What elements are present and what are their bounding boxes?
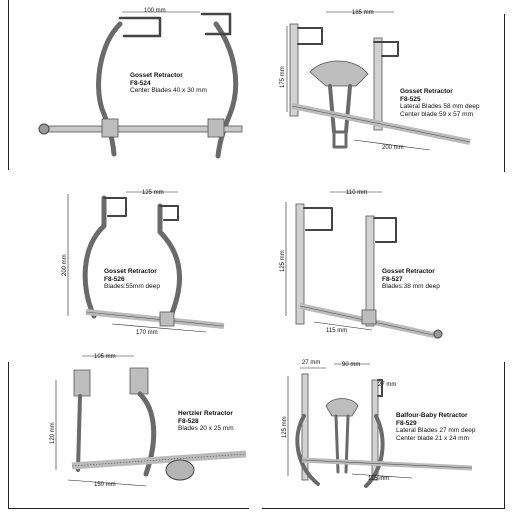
product-name: Balfour-Baby Retractor [396, 412, 468, 419]
dimension-label: 175 mm [280, 66, 286, 88]
product-code: F8-529 [396, 419, 417, 427]
product-desc: Blades 20 x 25 mm [178, 425, 234, 432]
product-code: F8-525 [400, 95, 421, 103]
dimension-label: 125 mm [280, 250, 286, 272]
product-label: Gosset Retractor F8-527 Blades:38 mm dee… [382, 268, 440, 291]
product-f8-525[interactable]: 185 mm 175 mm 200 mm Gosset Retractor F8… [270, 2, 508, 174]
product-f8-529[interactable]: 27 mm 90 mm 27 mm 125 mm 115 mm Ba [282, 356, 504, 506]
product-code: F8-524 [130, 79, 151, 87]
dimension-label: 200 mm [62, 254, 68, 276]
retractor-illustration: 110 mm 125 mm 115 mm [280, 190, 443, 339]
dimension-label: 27 mm [378, 382, 396, 388]
product-code: F8-528 [178, 417, 199, 425]
product-label: Hertzler Retractor F8-528 Blades 20 x 25… [178, 410, 234, 433]
retractor-illustration: 125 mm 200 mm 170 mm [62, 190, 225, 336]
dimension-label: 100 mm [144, 8, 166, 14]
dimension-label: 90 mm [342, 362, 360, 368]
product-name: Gosset Retractor [130, 72, 183, 79]
product-f8-524[interactable]: 100 mm Gosset Retractor F8-524 Center Bl… [20, 4, 250, 174]
product-desc: Center Blades 40 x 30 mm [130, 87, 207, 94]
dimension-label: 185 mm [352, 10, 374, 16]
product-code: F8-526 [104, 275, 125, 283]
product-label: Balfour-Baby Retractor F8-529 Lateral Bl… [396, 412, 476, 442]
product-label: Gosset Retractor F8-525 Lateral Blades 5… [400, 88, 480, 118]
dimension-label: 27 mm [302, 360, 320, 366]
product-desc: Blades:38 mm deep [382, 283, 440, 290]
product-name: Gosset Retractor [400, 88, 453, 95]
product-desc: Blades:55mm deep [104, 283, 161, 290]
dimension-label: 170 mm [136, 330, 158, 336]
dimension-label: 110 mm [346, 190, 367, 196]
dimension-label: 125 mm [142, 190, 164, 196]
product-desc: Center blade 59 x 57 mm [400, 110, 473, 118]
product-desc: Center blade 21 x 24 mm [396, 434, 469, 442]
product-name: Gosset Retractor [104, 268, 157, 275]
dimension-label: 115 mm [326, 328, 347, 334]
retractor-illustration: 185 mm 175 mm 200 mm [280, 10, 471, 151]
product-desc: Lateral Blades 58 mm deep [400, 103, 480, 110]
dimension-label: 150 mm [94, 482, 116, 488]
product-f8-528[interactable]: 105 mm 120 mm 150 mm Hertzler Retractor … [50, 350, 260, 506]
dimension-label: 200 mm [382, 145, 404, 151]
frame-top-right [260, 14, 505, 172]
dimension-label: 120 mm [50, 422, 56, 444]
product-label: Gosset Retractor F8-524 Center Blades 40… [130, 72, 207, 95]
product-f8-527[interactable]: 110 mm 125 mm 115 mm Gosset Retractor F8… [280, 186, 502, 350]
frame-bottom-left [8, 362, 249, 509]
product-label: Gosset Retractor F8-526 Blades:55mm deep [104, 268, 160, 291]
retractor-illustration: 100 mm [38, 8, 243, 159]
dimension-label: 125 mm [282, 416, 288, 438]
product-code: F8-527 [382, 275, 403, 283]
retractor-illustration: 105 mm 120 mm 150 mm [50, 354, 247, 488]
frame-top-left [8, 0, 249, 170]
dimension-label: 105 mm [94, 354, 116, 360]
frame-bottom-right [262, 362, 505, 509]
product-name: Gosset Retractor [382, 268, 435, 275]
dimension-label: 115 mm [368, 476, 389, 482]
product-desc: Lateral Blades 27 mm deep [396, 427, 476, 434]
product-f8-526[interactable]: 125 mm 200 mm 170 mm Gosset Retractor F8… [56, 186, 256, 350]
product-name: Hertzler Retractor [178, 410, 233, 417]
retractor-illustration: 27 mm 90 mm 27 mm 125 mm 115 mm [282, 360, 473, 488]
